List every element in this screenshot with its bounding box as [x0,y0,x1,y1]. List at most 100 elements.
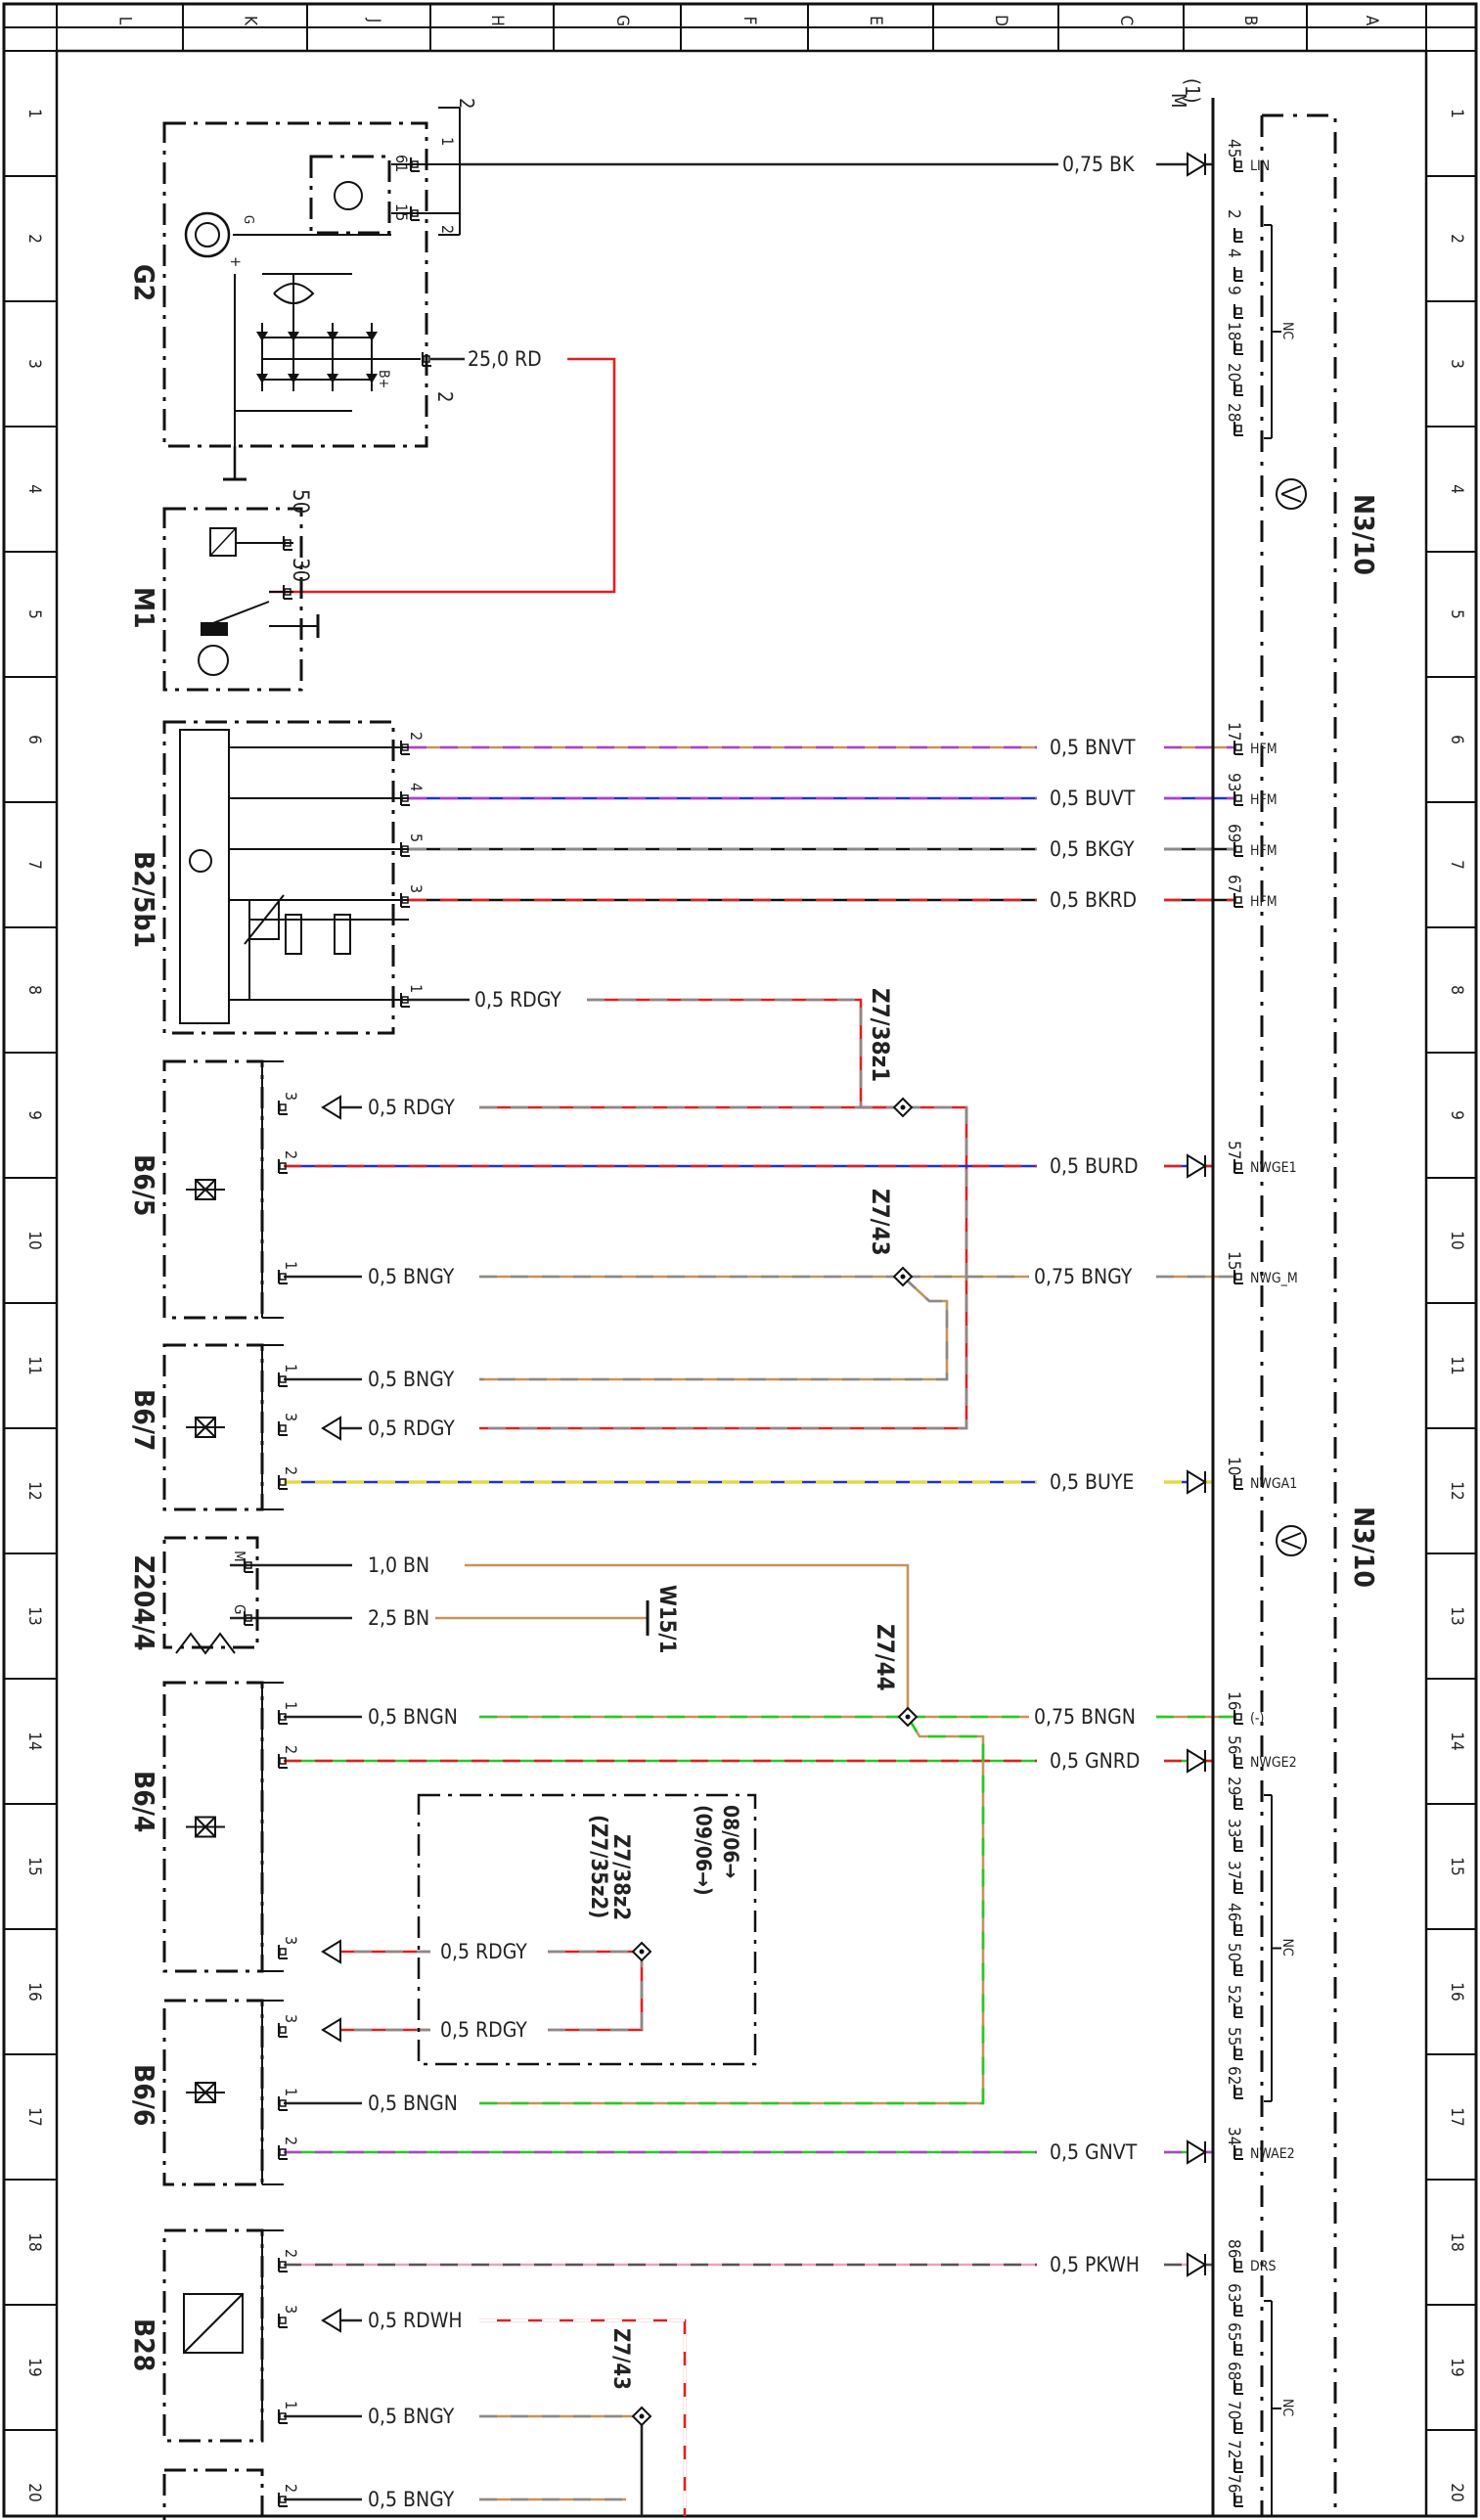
splice-label: W15/1 [654,1585,679,1653]
wire-bngn-b66-stripe [479,1716,985,2105]
ecu-pin-number: 37 [1224,1861,1243,1879]
terminal-box [279,1713,287,1721]
g2-lamp-icon [184,211,231,258]
wire-label: 0,75 BNGY [1034,1265,1133,1288]
pin-label: 1 [438,137,457,146]
ecu-pin-number: 17 [1224,722,1243,741]
ecu-pin-number: 9 [1224,286,1243,295]
terminal [1233,2085,1243,2099]
terminal-box [284,539,292,547]
g2-regulator-box [309,155,391,235]
terminal [400,893,410,908]
ecu-pin-number: 28 [1224,403,1243,422]
component-label: B28 [128,2318,160,2371]
g2-diode [256,374,268,383]
ruler-row-label-left: 16 [24,1982,44,2001]
terminal-box [1234,343,1242,351]
ecu-transistor-stroke [1280,1532,1302,1542]
ruler-row-label-left: 4 [24,484,44,494]
splice-dot [639,2413,645,2419]
ecu-pin-number: 29 [1224,1777,1243,1795]
wire-label: 1,0 BN [368,1553,429,1577]
component-label: B6/6 [128,2064,160,2126]
pin-label: 3 [282,1092,300,1101]
ecu-pin-number: 16 [1224,1691,1243,1710]
ruler-row-label-right: 18 [1447,2232,1466,2251]
sensor-box [162,1999,264,2186]
m1-brush [201,622,228,636]
ecu-label-bottom: N3/10 [1348,1507,1380,1588]
terminal [410,206,420,221]
ecu-pin-number: 72 [1224,2440,1243,2458]
splice-label: Z7/43 [608,2328,633,2390]
terminal-box [1234,1840,1242,1848]
terminal-box [279,2261,287,2269]
wire-rdgy-b67-stripe [479,1105,968,1430]
terminal-box [1234,160,1242,168]
terminal [278,2145,288,2160]
wire-label: 0,5 BKRD [1050,888,1137,912]
terminal-box [1234,1924,1242,1932]
ruler-row-label-right: 19 [1447,2358,1466,2376]
b2-resistor [334,914,351,955]
terminal-box [1234,2422,1242,2430]
pin-label: 1 [407,984,426,993]
ruler-row-label-right: 17 [1447,2107,1466,2126]
g2-diode [327,374,338,383]
terminal [1233,2046,1243,2060]
terminal-box [279,2026,287,2034]
terminal [1233,1837,1243,1852]
m1-switch [204,601,270,627]
pin-label: G [241,215,255,224]
ruler-row-label-left: 19 [24,2358,44,2376]
wire-label: 0,5 GNVT [1050,2140,1138,2164]
terminal [1233,2493,1243,2507]
arrow [1187,152,1207,177]
wire-bngy-b67 [479,1276,949,1381]
b28b-box [162,2468,264,2520]
ecu-transistor-stroke [1280,1540,1302,1550]
terminal-box [279,2412,287,2420]
terminal-box [1234,2383,1242,2391]
terminal-box [1234,2006,1242,2014]
pin-label: 15 [392,203,411,221]
splice-label: Z7/38z1 [867,988,894,1082]
wire-rdgy-z738z2b [548,1952,644,2032]
variant-note: (09/06→) [692,1805,715,1896]
b2-ntc-slash [244,894,285,945]
ecu-pin-number: 86 [1224,2239,1243,2258]
terminal [1233,2302,1243,2317]
wire-label: 0,5 PKWH [1050,2253,1140,2276]
ruler-row-label-right: 13 [1447,1606,1466,1625]
symbols-layer [162,98,1337,2520]
terminal [1233,267,1243,282]
arrow [321,2308,341,2333]
pin-label: 1 [282,2401,300,2409]
wire-label: 0,5 BNGY [368,2405,455,2428]
terminal-box [411,160,419,168]
ecu-pin-signal: NWGE2 [1250,1755,1297,1771]
wire-label: 0,5 RDWH [368,2309,463,2332]
terminal-box [1234,270,1242,278]
wire-label: 0,5 RDGY [368,1417,455,1440]
nc-label: NC [1279,2399,1295,2416]
terminal-box [1234,1757,1242,1765]
ruler-column-label: L [115,17,135,25]
wire-label: 0,5 BNGN [368,2092,458,2115]
ecu-pin-signal: NWGA1 [1250,1476,1297,1492]
b2-inner [179,729,230,1024]
terminal-box [1234,2148,1242,2156]
terminal [278,1475,288,1490]
ruler-row-label-right: 20 [1447,2483,1466,2501]
terminal-box [1234,1713,1242,1721]
ecu-pin-number: 18 [1224,322,1243,340]
z204-wave [175,1632,236,1655]
arrow [321,1095,341,1120]
terminal [278,1421,288,1436]
terminal-box [1234,1882,1242,1890]
ecu-pin-number: 46 [1224,1903,1243,1921]
m1-motor-icon [198,645,229,676]
wire-bngn-b66 [479,1716,985,2105]
nc-label: NC [1279,322,1295,339]
